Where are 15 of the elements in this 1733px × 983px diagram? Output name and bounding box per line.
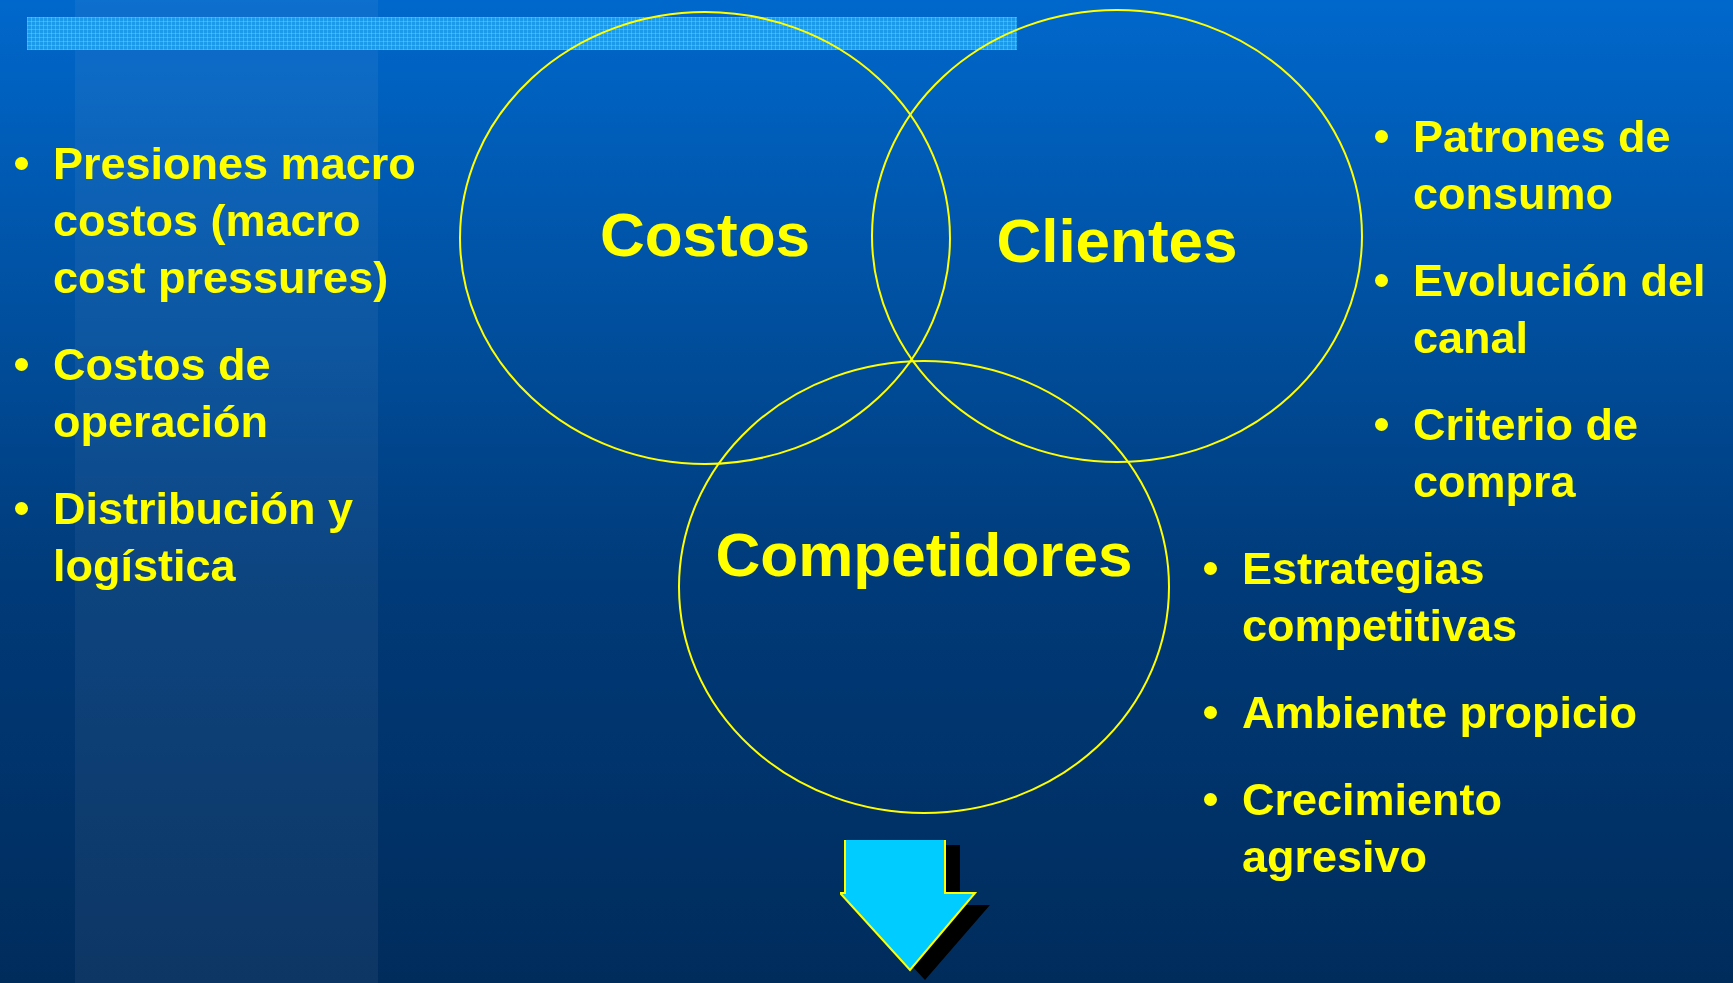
bullet-text: Criterio de compra — [1413, 399, 1639, 507]
circle-title: Competidores — [714, 520, 1134, 590]
bullet-text: Distribución y logística — [53, 483, 354, 591]
venn-circle — [871, 9, 1363, 463]
bullet-text: Presiones macro costos (macro cost pressures) — [53, 138, 416, 303]
venn-circle — [678, 360, 1170, 814]
circle-title: Costos — [598, 200, 812, 270]
bullet-text: Ambiente propicio — [1242, 687, 1638, 738]
bullet-text: Patrones de consumo — [1413, 111, 1671, 219]
bullet-text: Costos de operación — [53, 339, 271, 447]
venn-circle — [459, 11, 951, 465]
bullet-text: Crecimiento agresivo — [1242, 774, 1503, 882]
bullet-text: Estrategias competitivas — [1242, 543, 1518, 651]
circle-title: Clientes — [995, 206, 1239, 276]
bullet-text: Evolución del canal — [1413, 255, 1706, 363]
